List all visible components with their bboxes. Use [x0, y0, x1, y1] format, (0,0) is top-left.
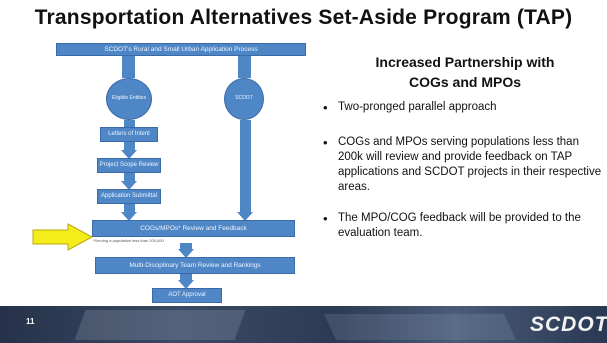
- footer-texture: [74, 310, 246, 340]
- flow-footnote: *Serving a population less than 200,000: [93, 238, 164, 243]
- footer-texture: [323, 314, 517, 340]
- highlight-arrow-icon: [32, 223, 94, 251]
- right-heading: Increased Partnership with COGs and MPOs: [335, 52, 595, 92]
- flow-header-box: SCDOT's Rural and Small Urban Applicatio…: [56, 43, 306, 56]
- connector: [122, 56, 135, 78]
- bullet-item: Two-pronged parallel approach: [320, 100, 602, 115]
- connector: [180, 274, 192, 282]
- connector: [124, 142, 135, 152]
- step-aot-approval: AOT Approval: [152, 288, 222, 303]
- connector: [180, 243, 192, 251]
- slide-title: Transportation Alternatives Set-Aside Pr…: [34, 6, 573, 29]
- scdot-logo: SCDOT: [530, 313, 607, 336]
- page-number: 11: [26, 317, 35, 326]
- bullet-item: COGs and MPOs serving populations less t…: [320, 135, 602, 195]
- connector: [124, 173, 135, 183]
- bullet-list: Two-pronged parallel approach COGs and M…: [320, 100, 602, 255]
- right-heading-line2: COGs and MPOs: [408, 74, 522, 90]
- arrow-head: [121, 181, 137, 190]
- arrow-head: [178, 280, 194, 289]
- oval-eligible-entities: Eligible Entities: [106, 78, 152, 120]
- step-project-scope-review: Project Scope Review: [97, 158, 161, 173]
- step-letters-of-intent: Letters of Intent: [100, 127, 158, 142]
- connector: [124, 120, 135, 128]
- step-application-submittal: Application Submittal: [97, 189, 161, 204]
- connector: [238, 56, 251, 78]
- step-cogs-mpos-review: COGs/MPOs* Review and Feedback: [92, 220, 295, 237]
- arrow-head: [121, 212, 137, 221]
- arrow-head: [121, 150, 137, 159]
- connector: [240, 120, 251, 215]
- bullet-item: The MPO/COG feedback will be provided to…: [320, 211, 602, 241]
- step-mdt-review: Multi-Disciplinary Team Review and Ranki…: [95, 257, 295, 274]
- arrow-head: [237, 212, 253, 221]
- arrow-head: [178, 249, 194, 258]
- oval-scdot: SCDOT: [224, 78, 264, 120]
- connector: [124, 204, 135, 214]
- right-heading-line1: Increased Partnership with: [375, 54, 555, 70]
- footer-band: [0, 306, 607, 343]
